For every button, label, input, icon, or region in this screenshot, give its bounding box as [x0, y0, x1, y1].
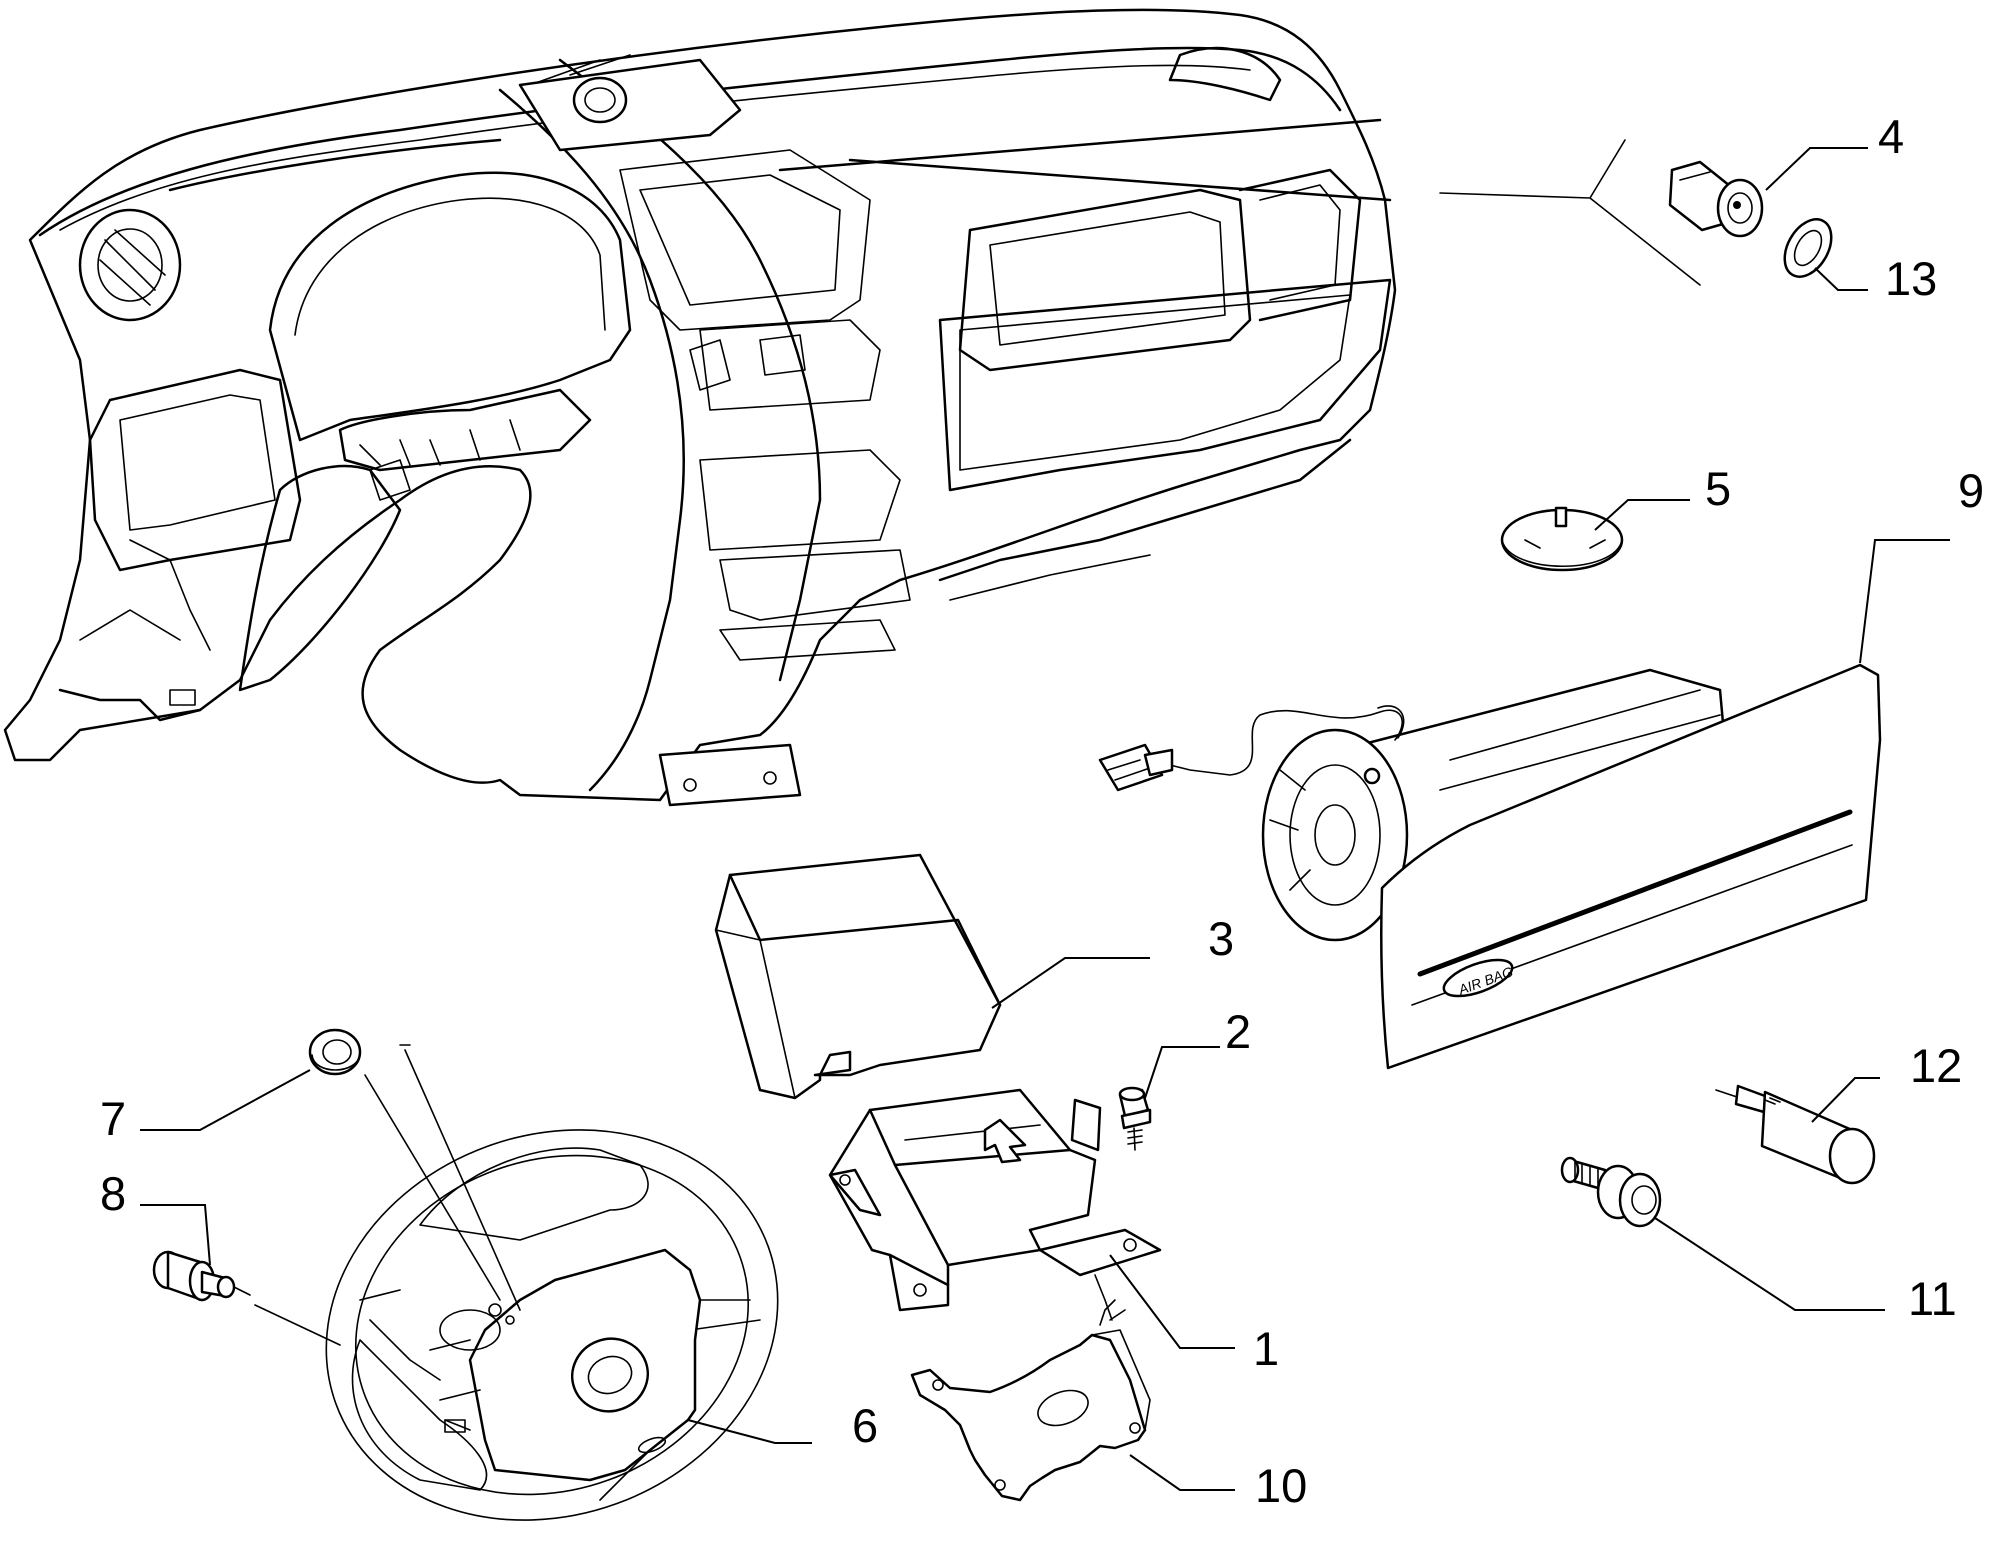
callout-3: 3: [1208, 912, 1234, 965]
leader-8: [140, 1204, 211, 1266]
callout-5: 5: [1705, 462, 1731, 515]
callout-7: 7: [100, 1092, 126, 1145]
leader-10: [1129, 1454, 1235, 1491]
leader-5: [1594, 499, 1690, 531]
leader-11: [1654, 1217, 1885, 1311]
callout-10: 10: [1255, 1459, 1307, 1512]
leader-2: [1144, 1046, 1220, 1099]
callout-labels: 1 2 3 4 5 6 7 8 9 10 11 12 13: [100, 110, 1984, 1512]
callout-11: 11: [1908, 1272, 1957, 1325]
callout-4: 4: [1878, 110, 1904, 163]
callout-13: 13: [1885, 252, 1937, 305]
leader-4: [1765, 147, 1868, 191]
callout-2: 2: [1225, 1005, 1251, 1058]
callout-12: 12: [1910, 1039, 1962, 1092]
leader-12: [1811, 1077, 1880, 1123]
steering-wheel-airbag-icon: [325, 1129, 779, 1521]
connector-plug-icon: [1668, 160, 1764, 238]
callout-6: 6: [852, 1399, 878, 1452]
seal-ring-icon: [1783, 218, 1833, 278]
airbag-control-unit-icon: [828, 1088, 1162, 1312]
spacer-pin-icon: [1715, 1084, 1876, 1185]
screw-icon: [1118, 1086, 1152, 1151]
leader-9: [1859, 539, 1950, 664]
leader-3: [991, 957, 1150, 1009]
leader-13: [1814, 267, 1868, 291]
callout-9: 9: [1958, 464, 1984, 517]
leader-6: [687, 1419, 812, 1444]
mounting-bracket-icon: [910, 1274, 1151, 1502]
clip-icon: [1500, 506, 1624, 572]
ecu-cover-icon: [714, 853, 1002, 1100]
flange-bolt-icon: [1560, 1156, 1662, 1228]
leader-7: [140, 1069, 311, 1131]
leader-lines: [140, 147, 1950, 1491]
leader-1: [1109, 1254, 1235, 1349]
dashboard-panel-icon: [3, 8, 1397, 807]
passenger-airbag-icon: AIR BAG: [1098, 663, 1882, 1070]
washer-icon: [308, 1028, 362, 1076]
callout-1: 1: [1253, 1322, 1279, 1375]
bolt-icon: [152, 1250, 251, 1302]
callout-8: 8: [100, 1167, 126, 1220]
